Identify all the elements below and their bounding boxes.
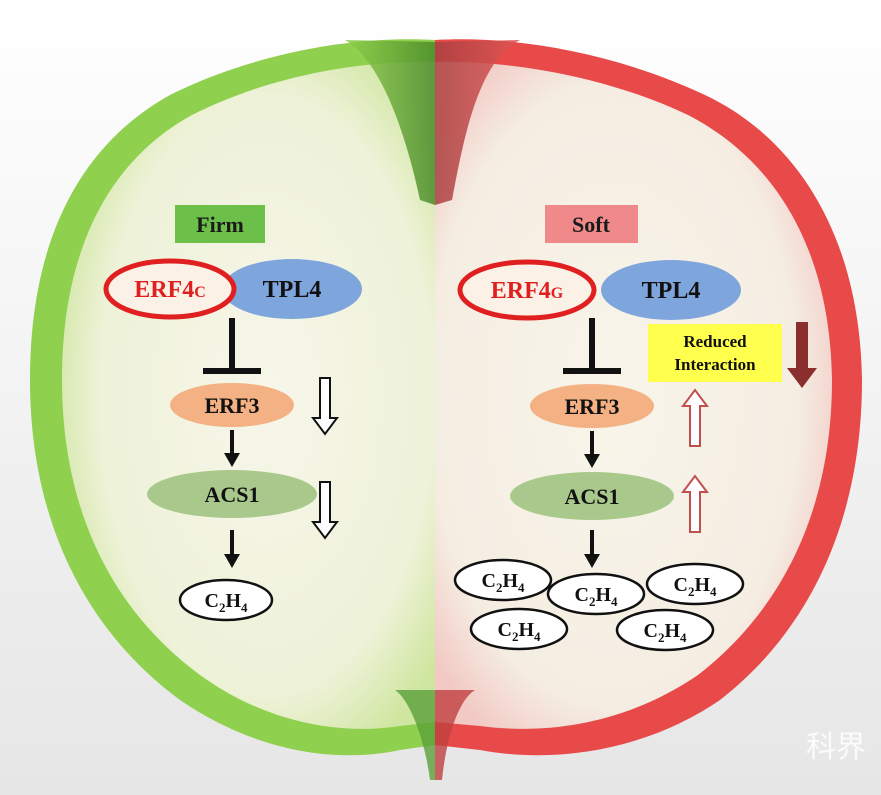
acs1-right-label: ACS1 [564, 484, 619, 509]
right-ethylene-label-1: C2H4 [481, 570, 525, 595]
soft-label-box [545, 205, 638, 243]
right-ethylene-ellipse-3 [645, 562, 745, 606]
right-ethylene-label-4: C2H4 [497, 619, 541, 644]
firm-label: Firm [196, 212, 244, 237]
erf4g-label: ERF4G [491, 278, 564, 304]
erf4g-name: ERF4 [491, 278, 551, 304]
tpl4-left-ellipse [222, 259, 362, 319]
acs1-left-label: ACS1 [204, 482, 259, 507]
right-ethylene-label-3: C2H4 [673, 574, 717, 599]
right-ethylene-ellipse-5 [615, 608, 715, 652]
left-arrow-2-head [224, 554, 240, 568]
right-erf3-up-arrow-icon [681, 388, 709, 447]
reduced-interaction-line1: Reduced [683, 332, 747, 351]
reduced-interaction-down-arrow-icon [787, 322, 817, 388]
right-arrow-1-head [584, 454, 600, 468]
left-ethylene-label: C2H4 [204, 590, 248, 615]
right-ethylene-ellipse-4 [469, 607, 569, 651]
left-arrow-1-head [224, 453, 240, 467]
right-ethylene-ellipse-2 [546, 572, 646, 616]
erf4c-suffix: C [194, 284, 206, 301]
tpl4-right-ellipse [601, 260, 741, 320]
firm-label-box [175, 205, 265, 243]
soft-label: Soft [572, 212, 611, 237]
left-panel: Firm TPL4 ERF4C ERF3 ACS1 C2H4 [103, 205, 362, 622]
reduced-interaction-line2: Interaction [674, 355, 756, 374]
reduced-interaction-box [648, 324, 782, 382]
tpl4-left-label: TPL4 [263, 277, 322, 303]
erf4g-ellipse [457, 259, 597, 321]
left-acs1-down-arrow-icon [311, 481, 339, 540]
left-erf3-down-arrow-icon [311, 377, 339, 436]
right-acs1-up-arrow-icon [681, 474, 709, 533]
erf4c-label: ERF4C [134, 277, 206, 303]
right-ethylene-label-2: C2H4 [574, 584, 618, 609]
right-panel: Soft TPL4 ERF4G Reduced Interaction ERF3… [453, 205, 817, 652]
erf3-right-label: ERF3 [565, 394, 620, 419]
acs1-right-ellipse [510, 472, 674, 520]
left-ethylene-ellipse [178, 578, 274, 622]
right-arrow-2-head [584, 554, 600, 568]
erf3-left-label: ERF3 [205, 393, 260, 418]
erf3-left-ellipse [170, 383, 294, 427]
right-ethylene-ellipse-1 [453, 558, 553, 602]
erf3-right-ellipse [530, 384, 654, 428]
watermark-text: 科界 [806, 730, 866, 765]
acs1-left-ellipse [147, 470, 317, 518]
erf4c-ellipse [103, 258, 237, 320]
right-ethylene-label-5: C2H4 [643, 620, 687, 645]
erf4c-name: ERF4 [134, 277, 194, 303]
erf4g-suffix: G [551, 285, 564, 302]
tpl4-right-label: TPL4 [642, 278, 701, 304]
